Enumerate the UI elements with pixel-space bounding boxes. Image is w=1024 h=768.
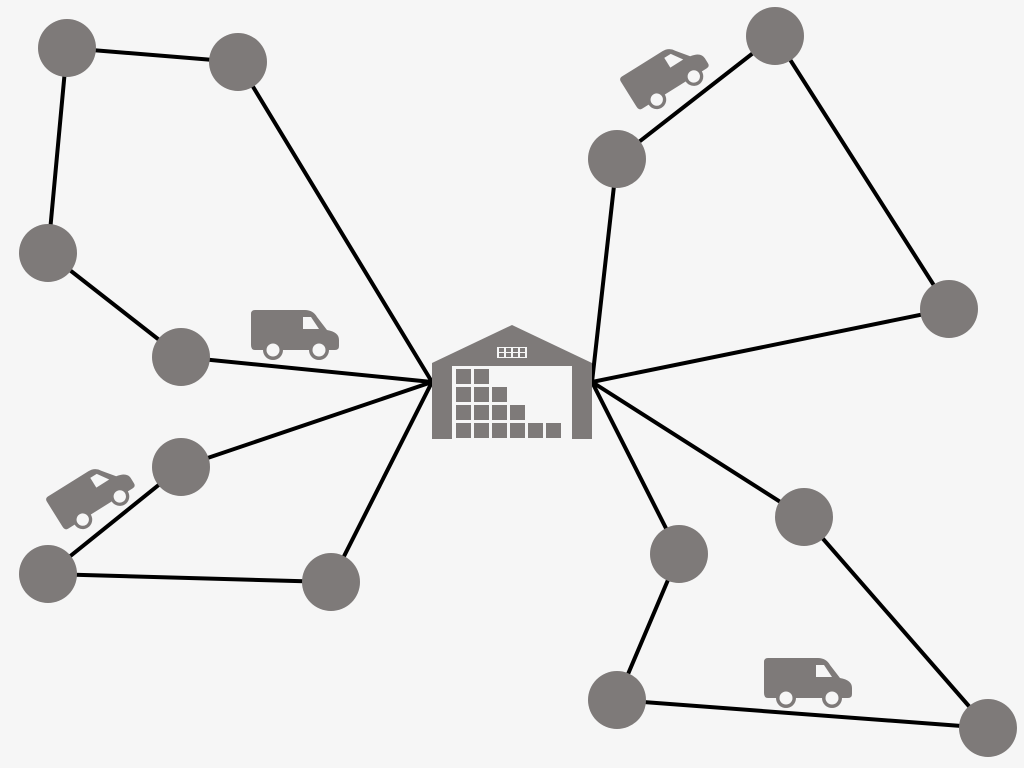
route-edge	[615, 34, 777, 161]
stop-node	[588, 671, 646, 729]
stop-node	[152, 438, 210, 496]
stop-node	[302, 553, 360, 611]
stop-node	[209, 33, 267, 91]
route-edge	[802, 515, 990, 730]
route-edge	[773, 34, 951, 311]
stop-node	[920, 280, 978, 338]
stop-node	[746, 7, 804, 65]
warehouse-icon	[432, 325, 592, 439]
stop-node	[19, 545, 77, 603]
stop-node	[152, 328, 210, 386]
delivery-van-icon	[44, 454, 141, 539]
stop-node	[959, 699, 1017, 757]
route-edge	[590, 380, 681, 556]
route-edge	[179, 380, 434, 469]
route-edge	[236, 60, 434, 384]
route-edges	[46, 34, 990, 730]
route-edge	[179, 355, 434, 384]
route-edge	[590, 380, 806, 519]
stop-node	[38, 19, 96, 77]
route-edge	[590, 307, 951, 384]
stop-node	[775, 488, 833, 546]
stop-node	[588, 130, 646, 188]
delivery-van-icon	[618, 34, 715, 119]
delivery-van-icon	[764, 658, 852, 708]
stop-nodes	[19, 7, 1017, 757]
delivery-van-icon	[251, 310, 339, 360]
route-edge	[46, 46, 69, 255]
route-edge	[329, 380, 434, 584]
stop-node	[650, 525, 708, 583]
route-edge	[590, 157, 619, 384]
stop-node	[19, 224, 77, 282]
route-edge	[615, 698, 990, 730]
route-edge	[46, 572, 333, 584]
